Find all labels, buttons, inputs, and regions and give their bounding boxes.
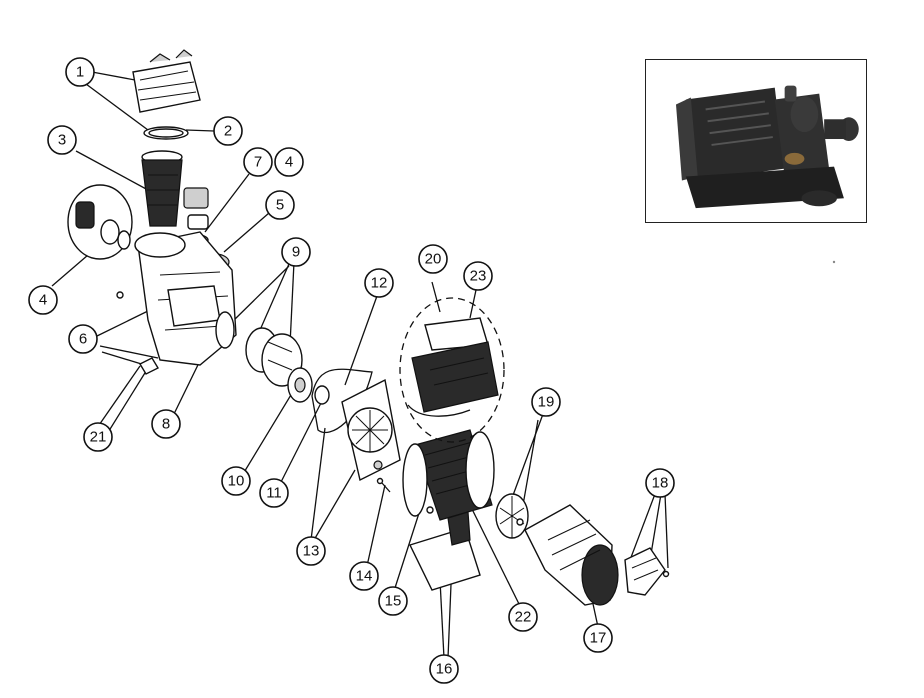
svg-text:8: 8	[162, 416, 170, 433]
diffuser-seals	[245, 327, 303, 387]
svg-text:5: 5	[276, 197, 284, 214]
svg-text:15: 15	[385, 593, 402, 610]
svg-text:7: 7	[254, 154, 262, 171]
svg-text:21: 21	[90, 429, 107, 446]
svg-text:22: 22	[515, 609, 532, 626]
svg-text:17: 17	[590, 630, 607, 647]
svg-text:20: 20	[425, 251, 442, 268]
speck	[832, 260, 836, 264]
pump-photo-inset	[645, 59, 867, 223]
strainer-basket	[141, 150, 183, 227]
svg-text:18: 18	[652, 475, 669, 492]
callout-15: 15	[378, 586, 408, 616]
callout-20: 20	[418, 244, 448, 274]
drain-plugs	[116, 291, 159, 375]
svg-text:16: 16	[436, 661, 453, 678]
motor	[402, 429, 495, 521]
seal-plate	[341, 378, 401, 482]
screws	[376, 477, 391, 493]
svg-text:2: 2	[224, 123, 232, 140]
svg-text:4: 4	[39, 292, 47, 309]
svg-text:9: 9	[292, 244, 300, 261]
svg-text:23: 23	[470, 268, 487, 285]
callout-8: 8	[151, 409, 181, 439]
svg-text:12: 12	[371, 275, 388, 292]
housing-o-ring	[215, 311, 235, 349]
callout-18: 18	[645, 468, 675, 498]
callout-4-left: 4	[28, 285, 58, 315]
shaft-seal	[314, 385, 330, 405]
callout-12: 12	[364, 268, 394, 298]
callout-21: 21	[83, 422, 113, 452]
svg-text:19: 19	[538, 394, 555, 411]
fan	[495, 493, 529, 539]
callout-1: 1	[65, 57, 95, 87]
pump-product-image	[646, 60, 866, 222]
seal-plate-gasket	[311, 368, 373, 434]
callout-14: 14	[349, 561, 379, 591]
callout-16: 16	[429, 654, 459, 684]
callout-23: 23	[463, 261, 493, 291]
callout-2: 2	[213, 116, 243, 146]
callout-7: 7	[243, 147, 273, 177]
motor-base	[409, 511, 481, 591]
drive-controller-group	[399, 297, 505, 443]
callout-19: 19	[531, 387, 561, 417]
callout-13: 13	[296, 536, 326, 566]
svg-text:3: 3	[58, 132, 66, 149]
fan-cover	[524, 504, 619, 606]
callout-3: 3	[47, 125, 77, 155]
svg-text:1: 1	[76, 64, 84, 81]
callout-6: 6	[68, 324, 98, 354]
lid-o-ring	[143, 126, 189, 140]
svg-text:6: 6	[79, 331, 87, 348]
svg-text:11: 11	[266, 485, 282, 502]
svg-text:10: 10	[228, 473, 245, 490]
callout-11: 11	[259, 478, 289, 508]
svg-text:13: 13	[303, 543, 320, 560]
callout-9: 9	[281, 237, 311, 267]
pump-housing	[134, 231, 237, 366]
impeller	[287, 367, 313, 403]
rear-cover	[624, 547, 670, 596]
callout-5: 5	[265, 190, 295, 220]
svg-text:14: 14	[356, 568, 373, 585]
lid	[132, 49, 201, 113]
callout-22: 22	[508, 602, 538, 632]
union-fittings-group-4	[67, 184, 133, 260]
svg-text:4: 4	[285, 154, 293, 171]
callout-4-top: 4	[274, 147, 304, 177]
callout-10: 10	[221, 466, 251, 496]
callout-17: 17	[583, 623, 613, 653]
